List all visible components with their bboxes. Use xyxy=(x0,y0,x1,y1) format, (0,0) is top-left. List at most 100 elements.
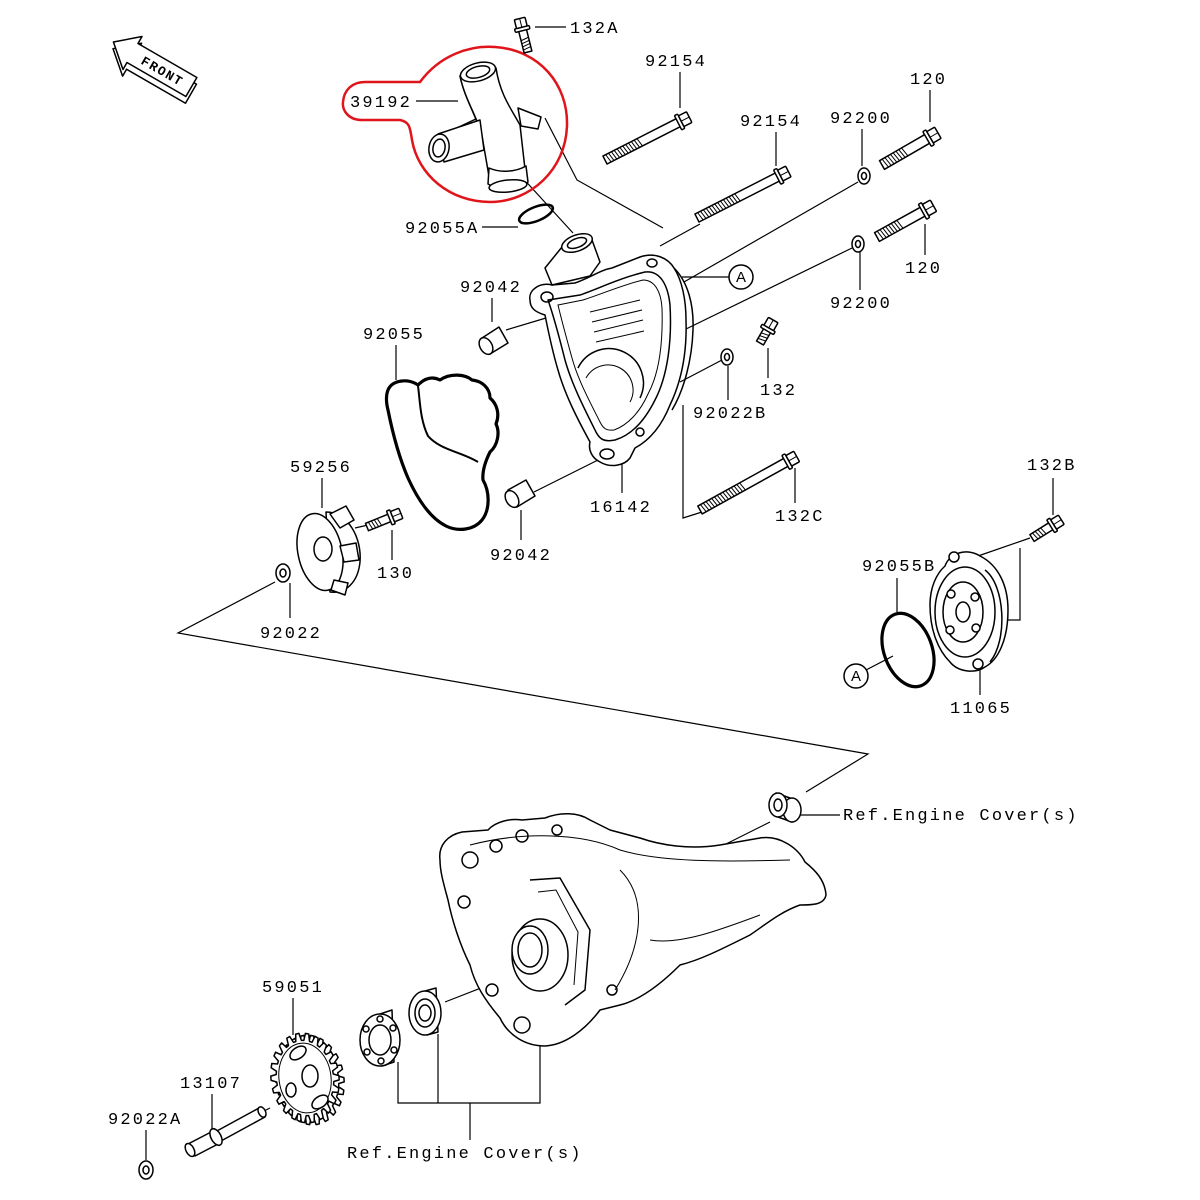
impeller-59256[interactable] xyxy=(290,505,361,596)
bolt-shaft xyxy=(602,117,682,165)
bolt-thread xyxy=(628,142,635,151)
highlight-ring xyxy=(341,45,569,204)
cover-inlet-bore xyxy=(566,236,588,250)
engine-cover-hole-2 xyxy=(489,839,503,853)
bolt-thread xyxy=(739,482,746,491)
label-92200-lower: 92200 xyxy=(830,295,892,314)
label-92055a: 92055A xyxy=(405,220,479,239)
bolt-thread xyxy=(708,206,715,215)
line-cover-92200-upper xyxy=(683,181,859,283)
bolt-thread xyxy=(716,494,724,503)
washer-92022a[interactable] xyxy=(138,1160,154,1180)
bolt-thread xyxy=(885,226,893,235)
pipe-39192[interactable] xyxy=(427,59,542,194)
bolt-thread xyxy=(725,490,732,499)
bolt-thread xyxy=(722,199,730,208)
gear-hole-2 xyxy=(311,1094,329,1110)
assembly-depth xyxy=(984,569,1003,663)
washer-outer xyxy=(720,348,734,366)
washer-92200-upper[interactable] xyxy=(857,167,871,185)
bearing-ball-2 xyxy=(389,1024,397,1032)
engine-cover-hole-3 xyxy=(515,829,529,843)
washer-92022b[interactable] xyxy=(720,348,734,366)
washer-outer xyxy=(138,1160,154,1180)
label-92055: 92055 xyxy=(363,326,425,345)
bolt-thread xyxy=(730,487,738,495)
oil-seal[interactable] xyxy=(408,987,442,1036)
bolt-thread xyxy=(717,202,724,211)
bolt-thread xyxy=(608,152,615,161)
bolt-thread xyxy=(376,518,383,526)
gear-59051[interactable] xyxy=(270,1032,345,1126)
bolt-thread xyxy=(731,194,738,203)
washer-92022[interactable] xyxy=(275,563,291,583)
pipe-top-bore xyxy=(465,65,491,79)
bolt-120-lower[interactable] xyxy=(873,198,938,244)
bolt-thread xyxy=(1032,532,1039,540)
seal-cap[interactable] xyxy=(768,792,802,823)
bolt-130[interactable] xyxy=(364,506,404,534)
bolt-head-edge xyxy=(392,512,402,518)
engine-cover-hole-5 xyxy=(457,895,471,909)
label-92022b: 92022B xyxy=(693,405,767,424)
pipe-bottom-end xyxy=(488,178,528,194)
pump-cover-16142[interactable] xyxy=(529,230,694,467)
bolt-120-upper[interactable] xyxy=(878,125,942,172)
dowel-92042-upper[interactable] xyxy=(476,326,509,357)
bolt-132b[interactable] xyxy=(1028,513,1065,544)
bolt-thread xyxy=(625,144,632,153)
shaft-13107[interactable] xyxy=(183,1106,267,1159)
bolt-head-edge xyxy=(929,132,939,138)
oring-92055b[interactable] xyxy=(872,606,943,694)
bearing[interactable] xyxy=(359,1009,401,1067)
cover-bolt-hole-2 xyxy=(599,448,615,460)
label-ref-engine-cover-lower: Ref.Engine Cover(s) xyxy=(347,1145,583,1164)
bolt-head-edge xyxy=(768,319,774,329)
label-132c: 132C xyxy=(775,508,825,527)
pump-assembly-11065[interactable] xyxy=(929,551,1009,672)
bolt-92154-lower[interactable] xyxy=(693,164,792,225)
bolt-thread xyxy=(619,147,626,155)
bolt-thread xyxy=(890,223,898,232)
gear-hole-3 xyxy=(285,1082,297,1098)
bolt-thread xyxy=(722,491,729,500)
engine-cover-hole-4 xyxy=(551,824,563,836)
bolt-thread xyxy=(370,520,377,529)
washer-92200-lower[interactable] xyxy=(851,235,865,253)
label-132a: 132A xyxy=(570,20,620,39)
bolt-132a[interactable] xyxy=(512,16,535,54)
cover-bolt-hole-1 xyxy=(540,291,554,303)
dowel-92042-lower[interactable] xyxy=(502,479,536,510)
bolt-92154-upper[interactable] xyxy=(601,110,693,167)
cover-gasket-groove xyxy=(547,271,672,442)
bolt-132c[interactable] xyxy=(696,449,800,517)
bolt-thread xyxy=(728,488,735,497)
bolt-thread xyxy=(708,499,715,508)
washer-hole xyxy=(723,352,731,362)
bolt-thread xyxy=(702,209,710,218)
bolt-thread xyxy=(898,149,906,158)
engine-cover[interactable] xyxy=(439,813,827,1047)
bolt-thread xyxy=(630,141,638,150)
label-ref-engine-cover-upper: Ref.Engine Cover(s) xyxy=(843,807,1079,826)
cover-bolt-hole-3 xyxy=(646,258,658,268)
cover-side-depth xyxy=(671,267,694,411)
connection-lines xyxy=(145,26,1054,1160)
bolt-132[interactable] xyxy=(754,316,780,346)
cover-impeller-bore xyxy=(577,347,645,399)
oring-92055a[interactable] xyxy=(517,201,556,227)
line-long-bracket xyxy=(176,581,870,793)
assembly-hub xyxy=(955,601,971,623)
bolt-thread xyxy=(702,502,710,511)
bolt-thread xyxy=(711,205,718,213)
washer-hole xyxy=(860,171,868,181)
assembly-ear-bottom xyxy=(972,658,984,670)
bolt-thread xyxy=(520,36,529,42)
gasket-92055[interactable] xyxy=(384,373,500,531)
callout-circle xyxy=(843,663,869,689)
dowel-end xyxy=(478,336,494,356)
cover-bolt-hole-4 xyxy=(635,427,645,437)
part-labels: 132A 92154 120 92154 92200 39192 92055A … xyxy=(108,20,1079,1164)
bolt-shaft xyxy=(364,513,393,532)
